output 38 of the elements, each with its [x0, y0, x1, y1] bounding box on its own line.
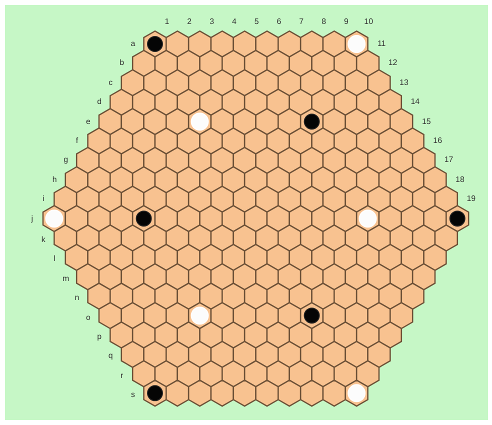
coordinate-label: c	[108, 78, 113, 88]
coordinate-label: j	[31, 214, 34, 224]
coordinate-label: b	[120, 58, 124, 68]
coordinate-label: 15	[422, 116, 431, 127]
coordinate-label: k	[41, 234, 46, 245]
coordinate-label: i	[42, 194, 44, 204]
coordinate-label: a	[130, 39, 136, 49]
coordinate-label: 10	[364, 17, 374, 27]
coordinate-label: f	[76, 136, 78, 146]
coordinate-label: 8	[322, 17, 326, 27]
coordinate-label: h	[52, 174, 57, 185]
coordinate-label: 6	[276, 17, 282, 27]
coordinate-label: 9	[344, 17, 348, 27]
coordinate-label: 4	[232, 17, 236, 27]
coordinate-label: 3	[210, 17, 214, 27]
coordinate-label: 11	[377, 39, 386, 49]
coordinate-label: e	[86, 116, 90, 127]
coordinate-label: 7	[299, 17, 304, 27]
coordinate-label: 2	[187, 17, 192, 27]
coordinate-label: 13	[400, 78, 408, 88]
coordinate-label: 17	[444, 155, 454, 166]
coordinate-label: d	[97, 97, 102, 108]
coordinate-label: 16	[433, 136, 442, 146]
coordinate-label: 19	[466, 194, 476, 204]
coordinate-label: 14	[410, 97, 420, 108]
coordinate-label: g	[64, 155, 68, 166]
coordinate-label: r	[120, 370, 124, 381]
coordinate-label: 1	[164, 17, 170, 27]
coordinate-label: 18	[456, 174, 464, 185]
coordinate-label: o	[86, 312, 90, 323]
coordinate-label: n	[74, 293, 80, 304]
coordinate-label: q	[108, 351, 113, 362]
coordinate-label: l	[54, 254, 56, 264]
coordinate-label: 12	[388, 58, 398, 68]
coordinate-label: s	[131, 390, 135, 400]
coordinate-label: m	[62, 274, 70, 284]
coordinate-label: p	[97, 332, 102, 342]
coordinate-label: 5	[254, 17, 259, 27]
